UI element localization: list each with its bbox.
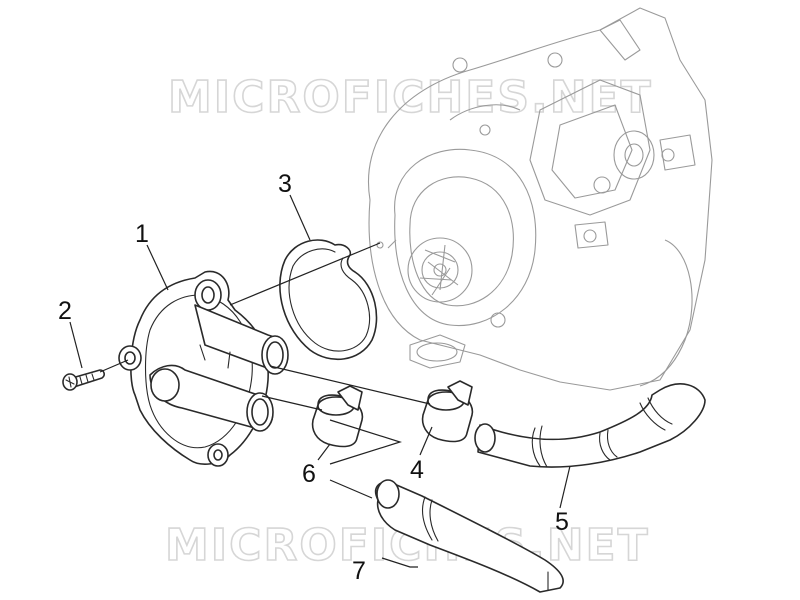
callout-numbers: 1 2 3 4 5 6 7 [58, 170, 569, 585]
callout-2: 2 [58, 297, 72, 325]
callout-7: 7 [352, 557, 366, 585]
o-ring-gasket [279, 239, 378, 361]
hose-clamp-right [421, 380, 474, 443]
pump-cover [118, 270, 289, 467]
callout-4: 4 [410, 456, 424, 484]
callout-leaders [69, 194, 571, 568]
assembly-guide-lines [99, 242, 431, 411]
engine-casing [368, 7, 713, 391]
watermark-top: MICROFICHES.NET [168, 72, 653, 123]
callout-6: 6 [302, 460, 316, 488]
callout-3: 3 [278, 170, 292, 198]
rear-hose [474, 383, 706, 468]
hose-clamp-left [311, 385, 364, 448]
callout-5: 5 [555, 508, 569, 536]
screw [62, 369, 105, 391]
callout-1: 1 [135, 220, 149, 248]
lower-hose [374, 479, 564, 593]
